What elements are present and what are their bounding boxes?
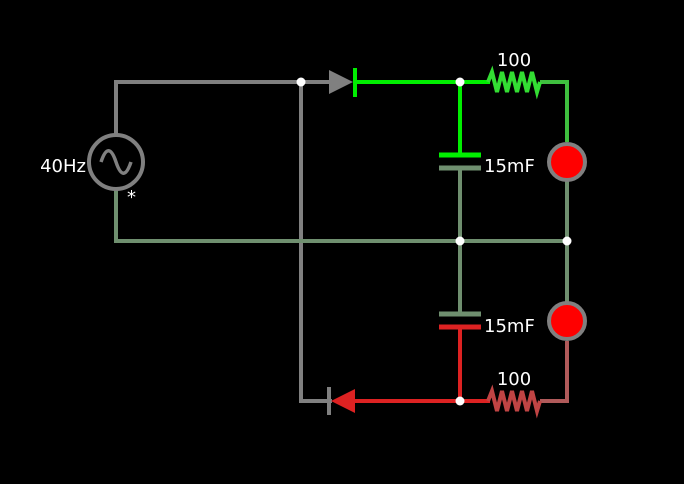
node-top-left [296,77,306,87]
capacitor-top-label: 15mF [484,156,535,177]
node-right-middle [562,236,572,246]
wire-source-top [114,80,332,137]
capacitor-bottom-label: 15mF [484,316,535,337]
node-bottom-mid [455,396,465,406]
diode-top-anode [329,70,353,94]
resistor-top-label: 100 [497,50,531,71]
wire-middle-horizontal [114,188,569,243]
resistor-top: 100 [486,50,542,100]
lamp-bottom-indicator [547,301,587,341]
capacitor-bottom: 15mF [439,311,535,337]
ac-source-frequency-label: 40Hz [40,156,86,177]
wire-bottom-right [540,341,569,403]
resistor-bottom: 100 [486,369,542,419]
lamp-top-indicator [547,142,587,182]
ac-source-polarity-mark: * [127,187,136,208]
node-top-mid [455,77,465,87]
wire-top-right [540,80,569,142]
junction-nodes [296,77,572,406]
wires-negative [353,326,490,403]
resistor-bottom-label: 100 [497,369,531,390]
wires-positive [353,80,490,157]
wires-neutral [114,80,332,403]
resistor-bottom-zigzag [486,384,542,419]
capacitor-top: 15mF [439,152,535,177]
ac-source: 40Hz * [40,133,145,208]
node-center [455,236,465,246]
lamp-top [547,142,587,182]
diode-bottom [327,387,355,415]
wire-left-vertical [299,80,332,403]
diode-top [329,68,357,97]
sine-wave-icon [99,149,133,175]
diode-bottom-anode [331,389,355,413]
lamp-bottom [547,301,587,341]
resistor-top-zigzag [486,65,542,100]
